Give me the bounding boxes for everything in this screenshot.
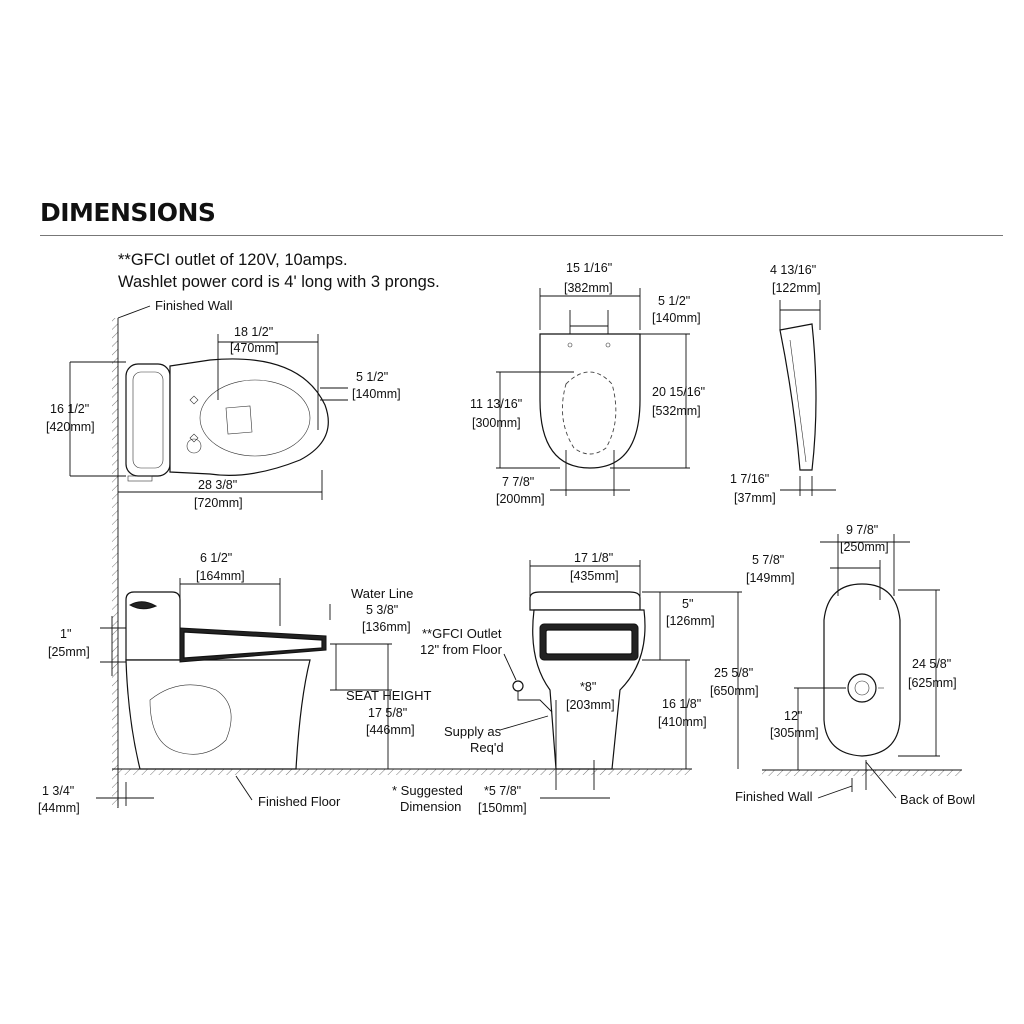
note-line-2: Washlet power cord is 4' long with 3 pro…	[118, 273, 440, 291]
rough-wall-hatch	[762, 770, 962, 776]
dim-15-1-16: 15 1/16"	[566, 261, 612, 275]
dim-410mm: [410mm]	[658, 715, 707, 729]
top-view: Finished Wall 18 1/2" [470mm] 5 1/2" [14…	[46, 298, 401, 808]
dim-5-7-8-front: *5 7/8"	[484, 784, 521, 798]
dim-17-5-8: 17 5/8"	[368, 706, 407, 720]
dim-44mm: [44mm]	[38, 801, 80, 815]
finished-wall-bottom-label: Finished Wall	[735, 789, 813, 804]
gfci-note: **GFCI outlet of 120V, 10amps. Washlet p…	[118, 249, 440, 293]
dim-16-1-2: 16 1/2"	[50, 402, 89, 416]
seat-side-outline	[779, 323, 817, 471]
dim-625mm: [625mm]	[908, 676, 957, 690]
dim-1-inch: 1"	[60, 627, 71, 641]
dim-5-1-2-top: 5 1/2"	[356, 370, 388, 384]
dim-28-3-8: 28 3/8"	[198, 478, 237, 492]
dim-300mm: [300mm]	[472, 416, 521, 430]
title-divider	[40, 235, 1003, 236]
dim-203mm: [203mm]	[566, 698, 615, 712]
dim-8-inch: *8"	[580, 680, 596, 694]
rough-outlet	[847, 673, 877, 703]
dim-5-3-8: 5 3/8"	[366, 603, 398, 617]
dim-4-13-16: 4 13/16"	[770, 263, 816, 277]
supply-label-2: Req'd	[470, 740, 504, 755]
dim-25-5-8: 25 5/8"	[714, 666, 753, 680]
water-line-label: Water Line	[351, 586, 413, 601]
dim-435mm: [435mm]	[570, 569, 619, 583]
supply-valve	[512, 680, 524, 692]
dim-720mm: [720mm]	[194, 496, 243, 510]
dim-16-1-8: 16 1/8"	[662, 697, 701, 711]
rough-bowl-outline	[823, 583, 901, 757]
suggested-label-1: * Suggested	[392, 783, 463, 798]
dim-164mm: [164mm]	[196, 569, 245, 583]
finished-floor-label: Finished Floor	[258, 794, 341, 809]
dim-6-1-2: 6 1/2"	[200, 551, 232, 565]
dim-5-1-2-seat: 5 1/2"	[658, 294, 690, 308]
dim-446mm: [446mm]	[366, 723, 415, 737]
tank-outline	[125, 363, 171, 477]
side-tank-outline	[125, 591, 181, 661]
gfci-outlet-label-1: **GFCI Outlet	[422, 626, 502, 641]
dim-532mm: [532mm]	[652, 404, 701, 418]
finished-wall-label: Finished Wall	[155, 298, 233, 313]
dim-7-7-8: 7 7/8"	[502, 475, 534, 489]
supply-label-1: Supply as	[444, 724, 502, 739]
dim-140mm-seat: [140mm]	[652, 311, 701, 325]
dim-5-inch: 5"	[682, 597, 693, 611]
dim-136mm: [136mm]	[362, 620, 411, 634]
dim-150mm: [150mm]	[478, 801, 527, 815]
finished-floor-hatch	[112, 769, 692, 775]
seat-view: 15 1/16" [382mm] 5 1/2" [140mm] 11 13/16…	[470, 261, 705, 506]
note-line-1: **GFCI outlet of 120V, 10amps.	[118, 251, 348, 269]
dim-149mm: [149mm]	[746, 571, 795, 585]
dim-5-7-8-rough: 5 7/8"	[752, 553, 784, 567]
dim-9-7-8: 9 7/8"	[846, 523, 878, 537]
dim-305mm: [305mm]	[770, 726, 819, 740]
suggested-label-2: Dimension	[400, 799, 461, 814]
page-title: DIMENSIONS	[40, 198, 216, 227]
dim-37mm: [37mm]	[734, 491, 776, 505]
seat-lid-outline	[539, 333, 641, 469]
dim-420mm: [420mm]	[46, 420, 95, 434]
seat-height-label: SEAT HEIGHT	[346, 688, 432, 703]
finished-wall-hatch	[112, 318, 118, 808]
dim-1-3-4: 1 3/4"	[42, 784, 74, 798]
dim-18-1-2: 18 1/2"	[234, 325, 273, 339]
dim-12-inch: 12"	[784, 709, 802, 723]
side-bowl-outline	[125, 659, 311, 770]
dim-17-1-8: 17 1/8"	[574, 551, 613, 565]
dim-126mm: [126mm]	[666, 614, 715, 628]
dim-250mm: [250mm]	[840, 540, 889, 554]
seat-side-view: 4 13/16" [122mm] 1 7/16" [37mm]	[730, 263, 836, 505]
dim-122mm: [122mm]	[772, 281, 821, 295]
dim-470mm: [470mm]	[230, 341, 279, 355]
gfci-outlet-label-2: 12" from Floor	[420, 642, 503, 657]
dim-200mm: [200mm]	[496, 492, 545, 506]
back-of-bowl-label: Back of Bowl	[900, 792, 975, 807]
front-view: 17 1/8" [435mm] 5" [126mm] 25 5/8" [650m…	[392, 551, 759, 815]
bowl-outline	[169, 358, 329, 476]
front-tank-outline	[529, 591, 641, 611]
dim-140mm-top: [140mm]	[352, 387, 401, 401]
dim-650mm: [650mm]	[710, 684, 759, 698]
rough-view: 9 7/8" [250mm] 5 7/8" [149mm] 24 5/8" [6…	[735, 523, 975, 807]
dim-24-5-8: 24 5/8"	[912, 657, 951, 671]
dim-11-13-16: 11 13/16"	[470, 397, 522, 411]
side-view: 6 1/2" [164mm] 1" [25mm] Water Line 5 3/…	[38, 551, 692, 815]
dim-382mm: [382mm]	[564, 281, 613, 295]
dim-1-7-16: 1 7/16"	[730, 472, 769, 486]
dim-20-15-16: 20 15/16"	[652, 385, 705, 399]
dim-25mm: [25mm]	[48, 645, 90, 659]
